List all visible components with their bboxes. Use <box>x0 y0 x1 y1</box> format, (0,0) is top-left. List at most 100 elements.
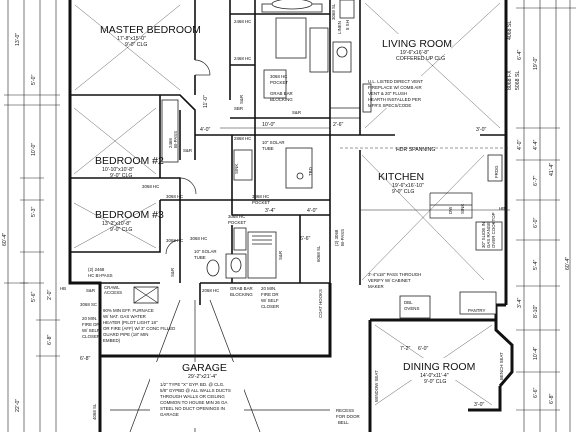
window-seat-label: WINDOW SEAT <box>374 370 379 402</box>
solar-tube-1a: 10" SOLAR <box>262 140 285 145</box>
dim-interior-4ft-b: 4'-0" <box>307 208 317 214</box>
pocket-door-2: 3068 HC <box>252 194 269 199</box>
dim-left-1: 13'-0" <box>15 33 21 46</box>
bedroom2-name: BEDROOM #2 <box>95 155 164 167</box>
recess-1: RECESS <box>336 408 354 413</box>
dim-interior-4ft: 4'-0" <box>200 127 210 133</box>
garage-note-6: GARAGE <box>160 412 179 417</box>
solar-tube-2a: 10" SOLAR <box>194 249 217 254</box>
grab-bar-low-2: BLOCKING <box>230 292 253 297</box>
hb-right: HB <box>499 206 505 211</box>
master-bedroom-name: MASTER BEDROOM <box>100 24 201 36</box>
bipass-bed2-label: 2468 <box>168 138 173 148</box>
living-room-size: 19'-6"x16'-8" <box>400 50 429 56</box>
dim-interior-2ft6: 2'-6" <box>333 122 343 128</box>
hb-label: HB <box>60 286 66 291</box>
closer-right-4: CLOSER <box>261 304 279 309</box>
dbl-ovens-2: OVENS <box>404 306 419 311</box>
pass-through-3: MAKER <box>368 284 384 289</box>
heater-note-1: 90% MIN EFF. FURNACE <box>103 308 154 313</box>
closer-left-1: 20 MIN. <box>82 316 97 321</box>
dining-room-ceiling: 9'-0" CLG <box>424 379 446 385</box>
dim-right-11: 4'-0" <box>517 140 523 150</box>
kitchen-name: KITCHEN <box>378 171 424 183</box>
hc-3068-bath: 3068 HC <box>190 236 207 241</box>
dim-right-3: 6'-7" <box>533 176 539 186</box>
dim-right-7: 10'-4" <box>533 347 539 360</box>
coat-hooks-label: COAT HOOKS <box>318 289 323 318</box>
dim-left-8: 22'-0" <box>15 399 21 412</box>
fireplace-note-1: U.L. LISTED DIRECT VENT <box>368 79 423 84</box>
dim-right-12: 6'-8" <box>549 394 555 404</box>
closer-left-3: W/ SELF <box>82 328 100 333</box>
closer-left-2: FIRE DR <box>82 322 100 327</box>
garage-note-2: 5/8" GYPBD @ ALL WALLS DUCTS <box>160 388 231 393</box>
dim-right-8: 6'-6" <box>533 388 539 398</box>
lower-left-storage: (2) 2468 HC BI-PASS S&R HB CRAWL ACCESS … <box>60 267 175 362</box>
grab-bar-label: GRAB BAR <box>270 91 293 96</box>
bedroom3-ceiling: 9'-0" CLG <box>110 227 132 233</box>
dim-left-4: 5'-3" <box>31 207 37 217</box>
hc-3068-bed3b: 3068 HC <box>166 238 183 243</box>
solar-tube-1b: TUBE <box>262 146 274 151</box>
access-label: ACCESS <box>104 290 122 295</box>
living-room-ceiling: COFFERED UP CLG <box>396 56 445 62</box>
recess-3: BELL <box>338 420 349 425</box>
sl-label-top: 3068 SL <box>331 3 336 20</box>
hc-3068-bed2: 3068 HC <box>142 184 159 189</box>
hc-2468-label-b: 2468 HC <box>234 56 251 61</box>
dim-right-10: 6'-4" <box>517 50 523 60</box>
dim-interior-6ft8: 6'-8" <box>80 356 90 362</box>
dim-right-1: 19'-0" <box>533 57 539 70</box>
dim-left-3: 10'-0" <box>31 143 37 156</box>
pocket-door-2-sub: POCKET <box>252 200 270 205</box>
living-room-name: LIVING ROOM <box>382 38 452 50</box>
pass-through-2: VERIFY W/ CABINET <box>368 278 411 283</box>
window-living-a: 5068 SL <box>515 71 521 90</box>
bipass-kitchen-1: (2) 3068 <box>334 229 339 246</box>
window-living-fx: 8068 FX <box>507 70 513 90</box>
window-sl-c: 6068 SL <box>316 245 321 262</box>
hc-3068-sc: 3068 SC <box>80 302 97 307</box>
sink-kitchen: SINK <box>460 204 465 214</box>
pocket-door-label: 3068 HC <box>270 74 287 79</box>
bedroom2-ceiling: 9'-0" CLG <box>110 173 132 179</box>
sr-label-left: S&R <box>86 288 95 293</box>
master-bath: 2468 HC 2468 HC 3068 HC POCKET GRAB BAR … <box>229 0 360 135</box>
bedroom2-size: 10'-10"x10'-8" <box>102 167 134 173</box>
bipass-left-label: (2) 2468 <box>88 267 105 272</box>
bench-seat-label: BENCH SEAT <box>499 352 504 380</box>
dim-right-total: 41'-4" <box>549 163 555 176</box>
pocket-door-sub: POCKET <box>270 80 288 85</box>
closer-left-4: CLOSER <box>82 334 100 339</box>
sbr-label: SBR <box>234 106 243 111</box>
tbd-label: TBD <box>308 167 313 176</box>
garage-note-1: 1/2" TYPE "X" GYP. BD. @ CLG. <box>160 382 224 387</box>
dim-left-total: 60'-4" <box>2 233 8 246</box>
garage-size: 29'-2"x21'-4" <box>188 374 217 380</box>
heater-note-2: W/ NAT. GAS WATER <box>103 314 146 319</box>
shelves-label: 5 SH <box>345 20 350 30</box>
pass-through-1: 3'-4"x18" PASS THROUGH <box>368 272 421 277</box>
header-spanning: HDR SPANNING <box>340 147 510 153</box>
bipass-left-sub: HC BI-PASS <box>88 273 113 278</box>
dim-right-outer-total: 60'-4" <box>565 257 571 270</box>
master-bedroom-ceiling: 9'-0" CLG <box>125 42 147 48</box>
window-garage: 4068 SL <box>92 403 97 420</box>
solar-tube-2b: TUBE <box>194 255 206 260</box>
bedroom3-size: 13'-2"x10'-8" <box>102 221 131 227</box>
bipass-bed2-sub: BI-PASS <box>173 131 178 148</box>
hc-3068-bed3: 3068 HC <box>166 194 183 199</box>
dim-left-2: 5'-0" <box>31 75 37 85</box>
dim-interior-3ft-b: 3'-0" <box>474 402 484 408</box>
master-bedroom: MASTER BEDROOM 17'-8"x15'-0" 9'-0" CLG <box>70 0 211 160</box>
sink-label: SINK <box>234 164 239 174</box>
garage-note-5: STEEL NO DUCT OPENINGS IN <box>160 406 225 411</box>
hc-2868: 2868 HC <box>234 136 251 141</box>
fireplace-note-2: FIREPLACE W/ COMB AIR <box>368 85 422 90</box>
dim-right-9: 3'-4" <box>517 298 523 308</box>
dim-left-5: 6'-8" <box>47 335 53 345</box>
dim-interior-11ft: 11'-0" <box>203 95 209 108</box>
bipass-kitchen-2: BI-PASS <box>340 229 345 246</box>
dim-interior-3ft4: 3'-4" <box>265 208 275 214</box>
